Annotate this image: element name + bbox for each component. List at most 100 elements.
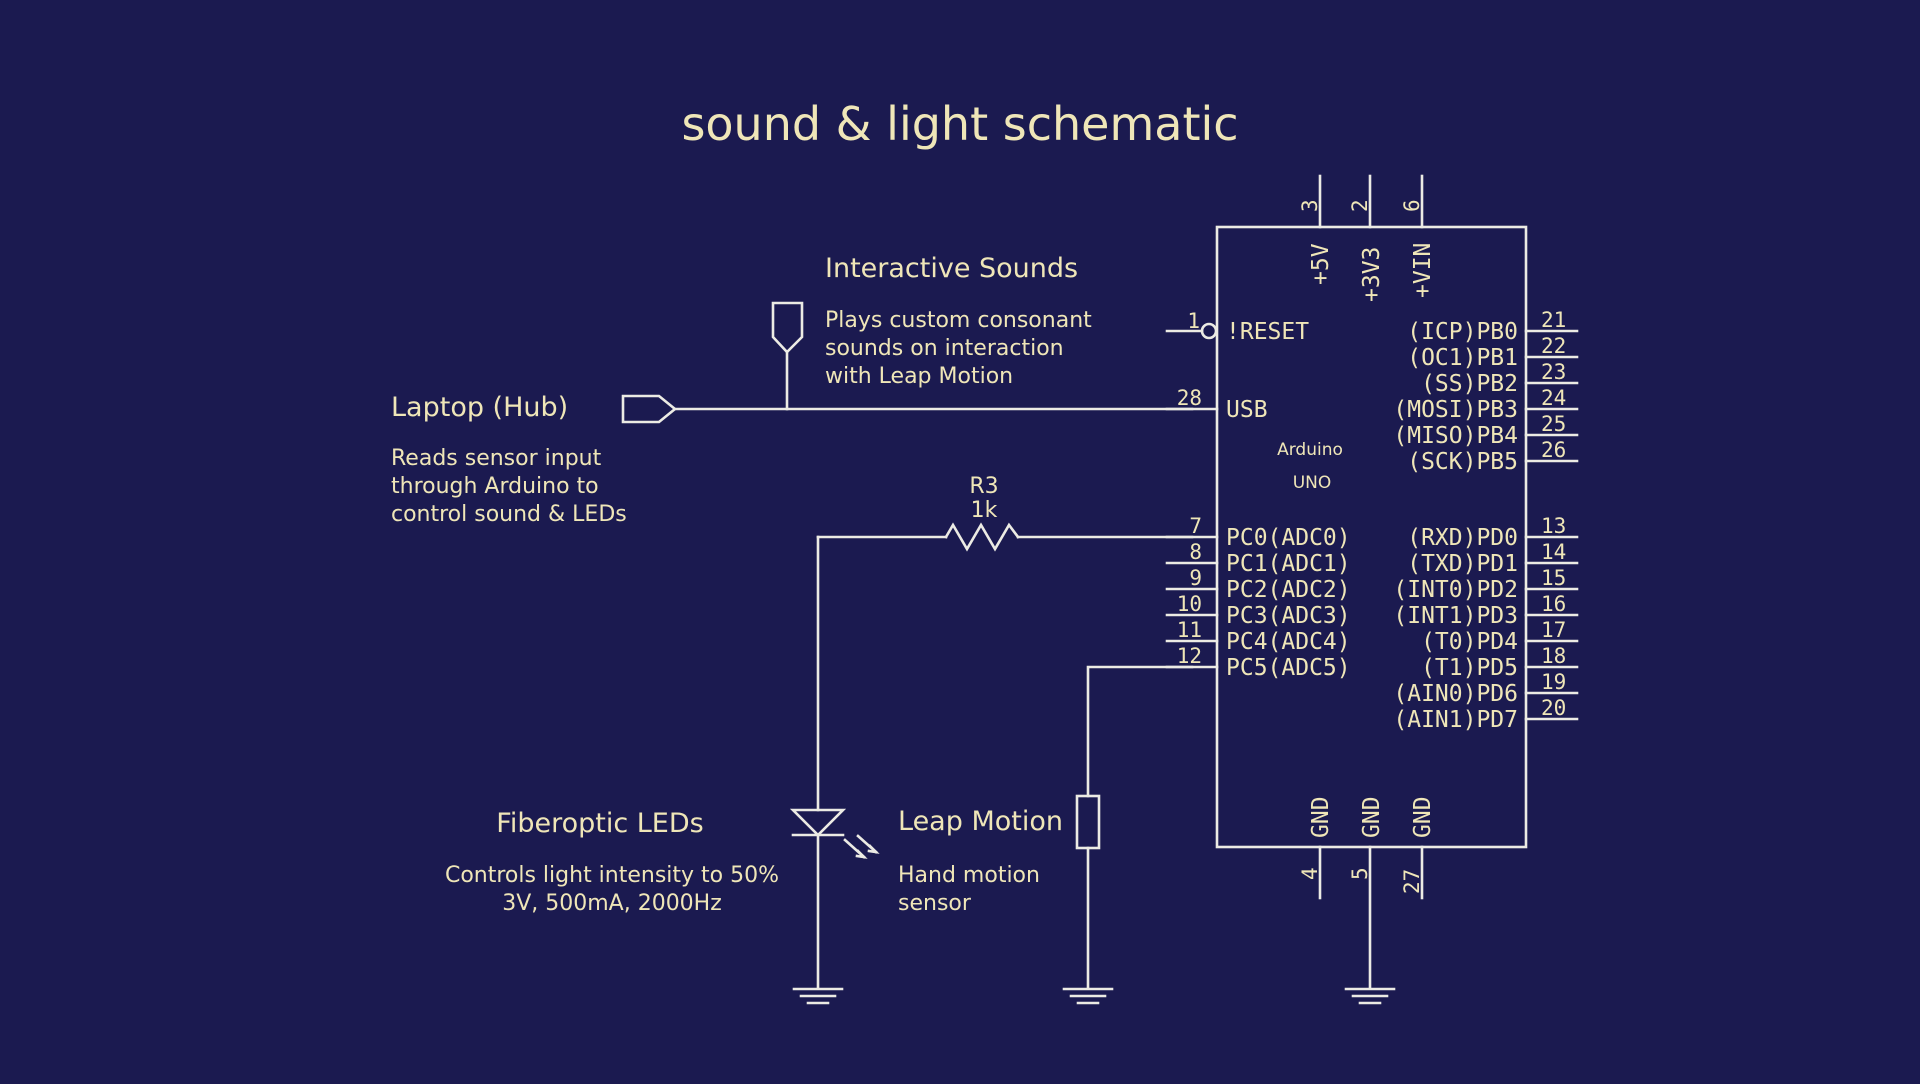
pin-number: 9 bbox=[1189, 566, 1202, 590]
sounds-desc-line-3: with Leap Motion bbox=[825, 364, 1013, 389]
leap-desc-line-2: sensor bbox=[898, 891, 972, 916]
leap-wire bbox=[1086, 665, 1194, 798]
pin-number: 23 bbox=[1541, 360, 1566, 384]
left-pin-pc2: 9 PC2(ADC2) bbox=[1165, 566, 1351, 603]
bottom-pin-gnd-27: GND 27 bbox=[1400, 796, 1436, 900]
laptop-desc-line-2: through Arduino to bbox=[391, 474, 599, 499]
pin-name: (SS)PB2 bbox=[1421, 371, 1518, 397]
led-ground-symbol bbox=[792, 987, 844, 1005]
pin-number: 11 bbox=[1177, 618, 1202, 642]
leap-label: Leap Motion Hand motion sensor bbox=[898, 806, 1063, 916]
leds-desc-line-2: 3V, 500mA, 2000Hz bbox=[502, 891, 722, 916]
sounds-desc-line-1: Plays custom consonant bbox=[825, 308, 1092, 333]
pin-name: (T0)PD4 bbox=[1421, 629, 1518, 655]
leap-ground-symbol bbox=[1062, 987, 1114, 1005]
resistor-ref: R3 bbox=[969, 474, 998, 499]
pin-name: !RESET bbox=[1226, 319, 1309, 345]
left-pin-pc1: 8 PC1(ADC1) bbox=[1165, 540, 1351, 577]
pin-number: 13 bbox=[1541, 514, 1566, 538]
left-pin-pc3: 10 PC3(ADC3) bbox=[1165, 592, 1351, 629]
left-pin-pc0: 7 PC0(ADC0) bbox=[1165, 514, 1351, 551]
pin-name: GND bbox=[1308, 796, 1334, 838]
resistor-r3-symbol bbox=[944, 522, 1020, 552]
leap-heading: Leap Motion bbox=[898, 806, 1063, 837]
pin-name: (T1)PD5 bbox=[1421, 655, 1518, 681]
arduino-ground-symbol bbox=[1344, 987, 1396, 1005]
pin-name: GND bbox=[1410, 796, 1436, 838]
pin-number: 15 bbox=[1541, 566, 1566, 590]
laptop-heading: Laptop (Hub) bbox=[391, 392, 568, 423]
pin-name: PC3(ADC3) bbox=[1226, 603, 1351, 629]
leap-motion-symbol bbox=[1075, 794, 1101, 850]
pin-number: 18 bbox=[1541, 644, 1566, 668]
leds-label: Fiberoptic LEDs Controls light intensity… bbox=[445, 808, 779, 916]
pin-number: 21 bbox=[1541, 308, 1566, 332]
pin-name: (INT1)PD3 bbox=[1393, 603, 1518, 629]
pin-name: PC5(ADC5) bbox=[1226, 655, 1351, 681]
laptop-desc-line-3: control sound & LEDs bbox=[391, 502, 627, 527]
pin-name: (TXD)PD1 bbox=[1407, 551, 1518, 577]
laptop-desc-line-1: Reads sensor input bbox=[391, 446, 602, 471]
left-pin-reset: 1 !RESET bbox=[1165, 309, 1309, 345]
pin-name: (SCK)PB5 bbox=[1407, 449, 1518, 475]
pin-number: 26 bbox=[1541, 438, 1566, 462]
pin-number: 12 bbox=[1177, 644, 1202, 668]
pin-name: (INT0)PD2 bbox=[1393, 577, 1518, 603]
led-symbol bbox=[789, 808, 880, 859]
top-pin-3v3: 2 +3V3 bbox=[1348, 174, 1385, 302]
pin-number: 27 bbox=[1400, 869, 1424, 894]
pin-number: 14 bbox=[1541, 540, 1566, 564]
right-pin-pb5: (SCK)PB5 26 bbox=[1407, 438, 1579, 475]
left-pin-pc5: 12 PC5(ADC5) bbox=[1165, 644, 1351, 681]
pin-name: +5V bbox=[1308, 243, 1334, 285]
pin-name: PC4(ADC4) bbox=[1226, 629, 1351, 655]
pin-number: 1 bbox=[1187, 309, 1200, 333]
pin-number: 6 bbox=[1400, 199, 1424, 212]
pin-name: PC2(ADC2) bbox=[1226, 577, 1351, 603]
right-pin-pd0: (RXD)PD0 13 bbox=[1407, 514, 1579, 551]
pin-name: GND bbox=[1359, 796, 1385, 838]
right-pin-pb3: (MOSI)PB3 24 bbox=[1393, 386, 1579, 423]
pin-number: 20 bbox=[1541, 696, 1566, 720]
pin-name: +3V3 bbox=[1359, 247, 1385, 302]
pin-number: 10 bbox=[1177, 592, 1202, 616]
right-pin-pb1: (OC1)PB1 22 bbox=[1407, 334, 1579, 371]
pin-name: (MOSI)PB3 bbox=[1393, 397, 1518, 423]
laptop-label: Laptop (Hub) Reads sensor input through … bbox=[391, 392, 627, 527]
right-pin-pd6: (AIN0)PD6 19 bbox=[1393, 670, 1579, 707]
right-pin-pd3: (INT1)PD3 16 bbox=[1393, 592, 1579, 629]
sounds-heading: Interactive Sounds bbox=[825, 253, 1078, 284]
bottom-pin-gnd-4: GND 4 bbox=[1298, 796, 1334, 900]
pin-name: (AIN1)PD7 bbox=[1393, 707, 1518, 733]
arduino-name-line-2: UNO bbox=[1293, 473, 1332, 493]
left-pin-usb: 28 USB bbox=[1165, 386, 1268, 423]
pin-name: (MISO)PB4 bbox=[1393, 423, 1518, 449]
pin-number: 4 bbox=[1298, 867, 1322, 880]
left-pin-pc4: 11 PC4(ADC4) bbox=[1165, 618, 1351, 655]
page-title: sound & light schematic bbox=[681, 97, 1238, 151]
pin-name: (OC1)PB1 bbox=[1407, 345, 1518, 371]
laptop-port-connector bbox=[621, 394, 678, 424]
pin-name: +VIN bbox=[1410, 243, 1436, 298]
right-pin-pb2: (SS)PB2 23 bbox=[1421, 360, 1579, 397]
top-pin-5v: 3 +5V bbox=[1298, 174, 1334, 285]
top-pin-vin: 6 +VIN bbox=[1400, 174, 1436, 298]
right-pin-pd1: (TXD)PD1 14 bbox=[1407, 540, 1579, 577]
right-pin-pd7: (AIN1)PD7 20 bbox=[1393, 696, 1579, 733]
pin-name: (ICP)PB0 bbox=[1407, 319, 1518, 345]
arduino-name-line-1: Arduino bbox=[1277, 440, 1343, 460]
resistor-value: 1k bbox=[971, 498, 998, 523]
pin-number: 24 bbox=[1541, 386, 1566, 410]
pin-number: 25 bbox=[1541, 412, 1566, 436]
pin-number: 19 bbox=[1541, 670, 1566, 694]
pin-name: (AIN0)PD6 bbox=[1393, 681, 1518, 707]
leds-desc-line-1: Controls light intensity to 50% bbox=[445, 863, 779, 888]
pin-number: 7 bbox=[1189, 514, 1202, 538]
right-pin-pd2: (INT0)PD2 15 bbox=[1393, 566, 1579, 603]
pin-number: 8 bbox=[1189, 540, 1202, 564]
pin-name: USB bbox=[1226, 397, 1268, 423]
pin-number: 28 bbox=[1177, 386, 1202, 410]
pin-name: PC0(ADC0) bbox=[1226, 525, 1351, 551]
leap-desc-line-1: Hand motion bbox=[898, 863, 1040, 888]
